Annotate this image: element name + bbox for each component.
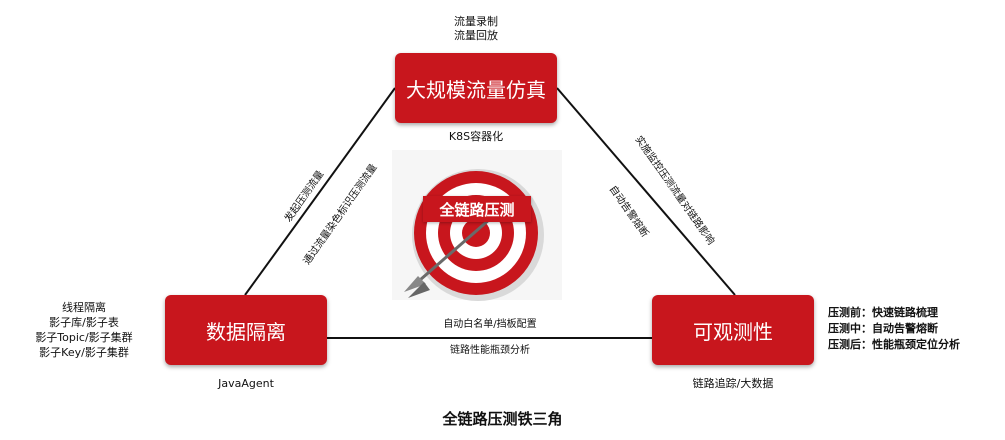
node-observability: 可观测性 <box>652 295 814 365</box>
right-sub: 链路追踪/大数据 <box>692 377 774 390</box>
node-data-isolation: 数据隔离 <box>165 295 327 365</box>
left-notes: 线程隔离 影子库/影子表 影子Topic/影子集群 影子Key/影子集群 <box>10 300 158 360</box>
left-note: 线程隔离 <box>62 301 106 314</box>
top-sub: K8S容器化 <box>448 130 504 143</box>
node-right-label: 可观测性 <box>693 319 773 344</box>
center-label: 全链路压测 <box>423 196 531 222</box>
right-note: 压测后：性能瓶颈定位分析 <box>828 338 960 351</box>
right-notes: 压测前：快速链路梳理 压测中：自动告警熔断 压测后：性能瓶颈定位分析 <box>828 305 1000 353</box>
left-note: 影子库/影子表 <box>49 316 119 329</box>
node-traffic-simulation: 大规模流量仿真 <box>395 53 557 123</box>
edge-bottom-label-2: 链路性能瓶颈分析 <box>450 345 530 356</box>
node-left-label: 数据隔离 <box>206 319 286 344</box>
top-note: 流量回放 <box>454 29 498 42</box>
top-note: 流量录制 <box>454 15 498 28</box>
left-note: 影子Key/影子集群 <box>39 346 129 359</box>
top-notes: 流量录制 流量回放 <box>426 15 526 43</box>
diagram-title: 全链路压测铁三角 <box>442 410 563 428</box>
left-sub: JavaAgent <box>218 377 274 390</box>
node-top-label: 大规模流量仿真 <box>406 77 546 102</box>
right-note: 压测前：快速链路梳理 <box>828 306 938 319</box>
edge-right-line <box>556 87 736 296</box>
edge-bottom-label-1: 自动白名单/挡板配置 <box>443 319 537 330</box>
left-note: 影子Topic/影子集群 <box>35 331 133 344</box>
target-icon <box>392 150 562 301</box>
right-note: 压测中：自动告警熔断 <box>828 322 938 335</box>
edge-left-line <box>244 87 396 296</box>
